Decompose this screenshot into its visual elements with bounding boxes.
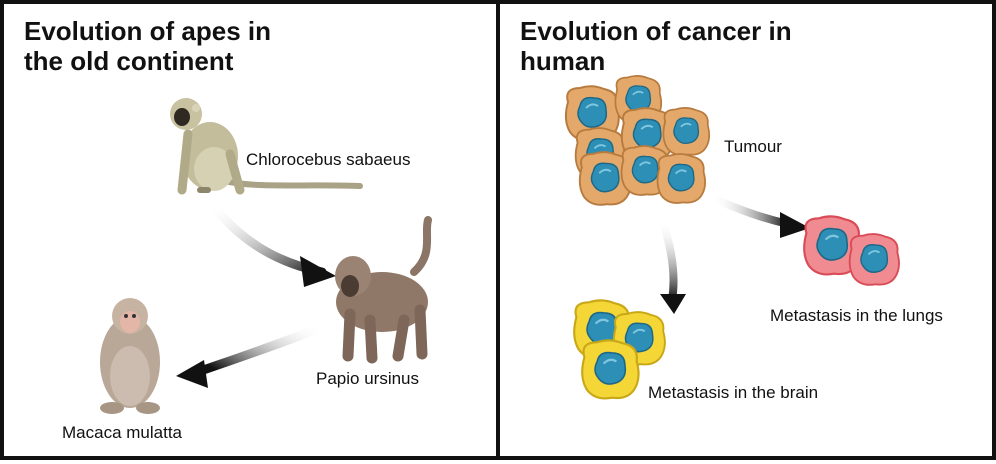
species-label-macaca: Macaca mulatta [62,423,182,442]
baboon-icon [335,216,432,364]
apes-illustration [100,98,432,414]
cancer-panel-title: Evolution of cancer in human [520,16,792,76]
tumour-cells-icon [564,75,711,206]
species-label-chlorocebus: Chlorocebus sabaeus [246,150,411,169]
stage-label-tumour: Tumour [724,137,782,156]
vervet-monkey-icon [170,98,363,195]
apes-title-line-1: Evolution of apes in [24,16,272,46]
arrow-tumour-to-brain [658,216,686,314]
apes-title-line-2: the old continent [24,46,234,76]
arrow-tumour-to-lungs [708,194,810,238]
cancer-title-line-1: Evolution of cancer in [520,16,792,46]
macaque-icon [100,298,160,414]
apes-evolution-panel: Evolution of apes in the old continent [0,0,500,460]
arrow-baboon-to-macaque [176,323,325,388]
arrow-vervet-to-baboon [207,199,336,287]
cancer-title-line-2: human [520,46,606,76]
apes-panel-title: Evolution of apes in the old continent [24,16,271,76]
lung-metastasis-cells-icon [803,215,900,286]
stage-label-lungs: Metastasis in the lungs [770,306,943,325]
cancer-illustration [564,75,900,400]
stage-label-brain: Metastasis in the brain [648,383,819,402]
species-label-papio: Papio ursinus [316,369,420,388]
cancer-evolution-panel: Evolution of cancer in human [496,0,996,460]
